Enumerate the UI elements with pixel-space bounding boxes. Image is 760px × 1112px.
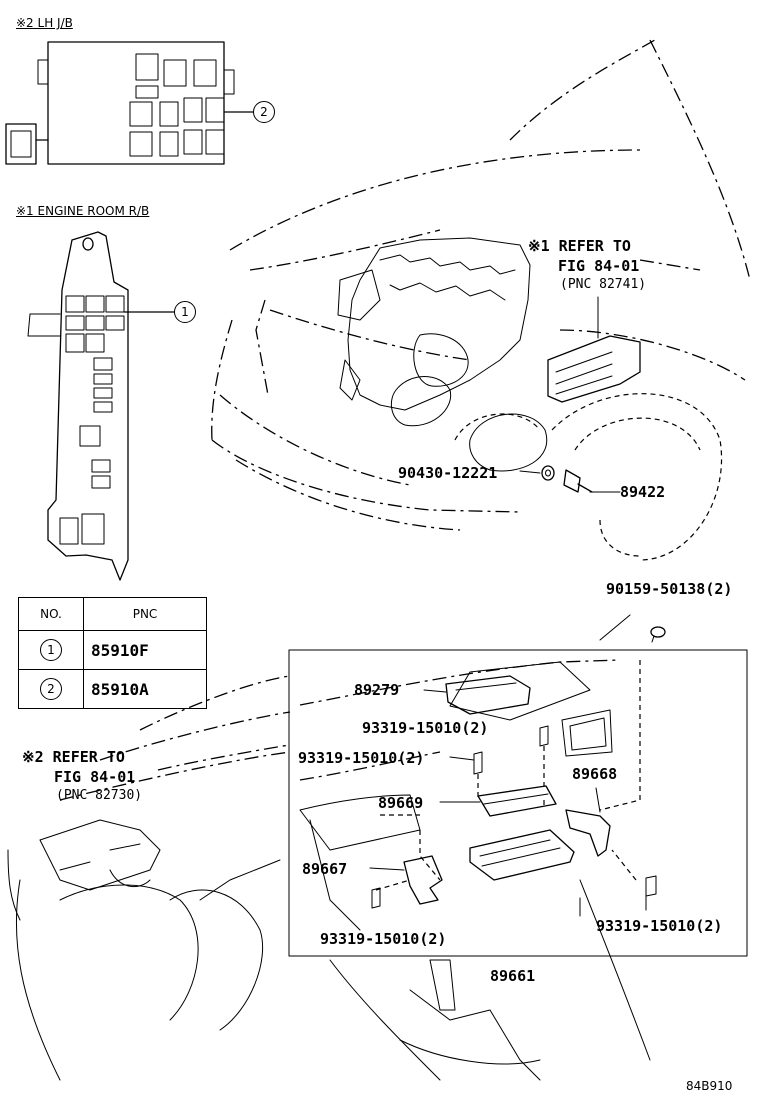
part-label-89279: 89279 [354, 681, 400, 699]
engine-room-ecu-drawing [547, 296, 641, 403]
part-label-90159-50138: 90159-50138(2) [606, 580, 733, 598]
part-label-93319-15010-b: 93319-15010(2) [298, 749, 425, 767]
refer1-line1: ※1 REFER TO [528, 237, 631, 255]
engine-room-rb-caption: ※1 ENGINE ROOM R/B [16, 204, 150, 218]
part-label-89661: 89661 [490, 967, 536, 985]
pnc-row-value: 85910A [91, 679, 149, 699]
dashboard-drawing [7, 675, 291, 1081]
refer1-line2: FIG 84-01 [558, 257, 640, 275]
refer1-line3: (PNC 82741) [560, 277, 647, 292]
pnc-row-no: 1 [40, 639, 62, 661]
pnc-table: NO. PNC 1 85910F 2 85910A [18, 597, 207, 709]
lh-jb-caption: ※2 LH J/B [16, 16, 73, 30]
part-label-89422: 89422 [620, 483, 666, 501]
pnc-table-row: 2 85910A [18, 669, 207, 709]
ecm-bracket-drawing [369, 725, 657, 911]
callout-2: 2 [253, 101, 275, 123]
pnc-row-no: 2 [40, 678, 62, 700]
pnc-row-value: 85910F [91, 640, 149, 660]
vehicle-body-drawing [211, 39, 751, 561]
refer2-line2: FIG 84-01 [54, 768, 136, 786]
instrument-panel-drawing [299, 659, 651, 1081]
part-label-93319-15010-c: 93319-15010(2) [320, 930, 447, 948]
diagram-id: 84B910 [686, 1079, 733, 1093]
assembly-leader-lines [375, 660, 641, 891]
pnc-table-header-no: NO. [18, 597, 84, 631]
sensor-89422-drawing [519, 465, 621, 493]
part-label-89668: 89668 [572, 765, 618, 783]
bolt-90159-drawing [599, 614, 666, 643]
pnc-table-row: 1 85910F [18, 630, 207, 670]
callout-1: 1 [174, 301, 196, 323]
part-label-93319-15010-a: 93319-15010(2) [362, 719, 489, 737]
part-label-93319-15010-d: 93319-15010(2) [596, 917, 723, 935]
engine-room-relay-block-drawing [27, 231, 175, 581]
refer2-line3: (PNC 82730) [56, 788, 143, 803]
lh-junction-block-drawing [5, 41, 254, 165]
part-89279-drawing [423, 675, 531, 715]
pnc-table-header-pnc: PNC [83, 597, 207, 631]
part-label-90430-12221: 90430-12221 [398, 464, 498, 482]
engine-drawing [337, 237, 548, 472]
refer2-line1: ※2 REFER TO [22, 748, 125, 766]
part-label-89669: 89669 [378, 794, 424, 812]
label-leader-lines [157, 744, 581, 917]
ecm-assembly-frame [288, 649, 748, 957]
part-label-89667: 89667 [302, 860, 348, 878]
